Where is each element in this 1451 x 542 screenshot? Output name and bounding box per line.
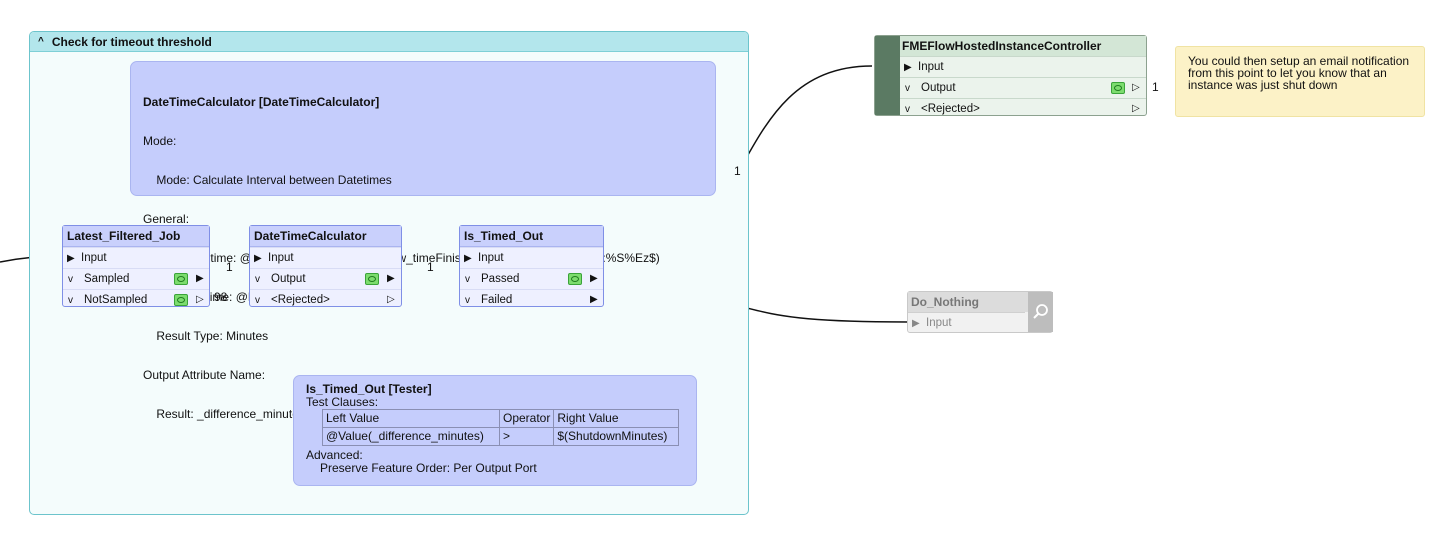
output-arrow-icon: ▶	[196, 273, 204, 284]
input-port[interactable]: ▶ Input	[63, 247, 209, 268]
port-label: Input	[926, 317, 952, 329]
bookmark-header[interactable]: ^ Check for timeout threshold	[30, 32, 748, 52]
bookmark-title: Check for timeout threshold	[51, 34, 212, 49]
chevron-down-icon[interactable]: v	[68, 294, 73, 306]
output-hollow-arrow-icon: ▷	[1132, 82, 1140, 93]
input-port[interactable]: ▶ Input	[900, 56, 1146, 77]
port-label: Input	[81, 252, 107, 264]
feature-count: 98	[214, 290, 228, 304]
table-row: Left Value Operator Right Value	[322, 409, 680, 428]
calc-annotation-line: Mode:	[143, 134, 177, 148]
input-port[interactable]: ▶ Input	[460, 247, 603, 268]
table-cell: >	[498, 427, 555, 446]
output-hollow-arrow-icon: ▷	[1132, 103, 1140, 114]
output-port-notsampled[interactable]: v NotSampled ▷	[63, 289, 209, 310]
port-label: Output	[921, 82, 956, 94]
table-header: Left Value	[322, 409, 500, 428]
input-arrow-icon: ▶	[67, 252, 75, 264]
tester-annotation-advanced: Advanced:	[306, 448, 363, 462]
chevron-down-icon[interactable]: v	[255, 273, 260, 285]
feature-count: 1	[1152, 80, 1159, 94]
eye-icon[interactable]	[365, 273, 379, 285]
chevron-down-icon[interactable]: v	[465, 273, 470, 285]
chevron-down-icon[interactable]: v	[905, 82, 910, 94]
tester-annotation-title: Is_Timed_Out [Tester]	[306, 382, 432, 396]
transformer-title: DateTimeCalculator	[250, 226, 401, 247]
magnifier-icon	[1032, 304, 1048, 319]
chevron-down-icon[interactable]: v	[465, 294, 470, 306]
input-port[interactable]: ▶ Input	[250, 247, 401, 268]
port-label: <Rejected>	[271, 294, 330, 306]
chevron-down-icon[interactable]: v	[905, 103, 910, 115]
tester-annotation[interactable]: Is_Timed_Out [Tester] Test Clauses: Left…	[293, 375, 697, 486]
input-arrow-icon: ▶	[904, 61, 912, 73]
calc-annotation[interactable]: DateTimeCalculator [DateTimeCalculator] …	[130, 61, 716, 421]
output-arrow-icon: ▶	[590, 294, 598, 305]
input-arrow-icon: ▶	[464, 252, 472, 264]
calc-annotation-line: Output Attribute Name:	[143, 368, 266, 382]
port-label: Input	[268, 252, 294, 264]
port-label: Failed	[481, 294, 513, 306]
output-hollow-arrow-icon: ▷	[196, 294, 204, 305]
output-port-sampled[interactable]: v Sampled ▶	[63, 268, 209, 289]
eye-icon[interactable]	[174, 273, 188, 285]
transformer-title: Do_Nothing	[908, 292, 1028, 312]
transformer-do-nothing[interactable]: Do_Nothing ▶ Input	[907, 291, 1053, 333]
output-port-passed[interactable]: v Passed ▶	[460, 268, 603, 289]
port-label: Sampled	[84, 273, 130, 285]
output-port-output[interactable]: v Output ▷	[900, 77, 1146, 98]
output-port-failed[interactable]: v Failed ▶	[460, 289, 603, 310]
port-label: Input	[918, 61, 944, 73]
link-count: 1	[226, 260, 233, 274]
table-row: @Value(_difference_minutes) > $(Shutdown…	[322, 427, 680, 446]
port-label: Passed	[481, 273, 520, 285]
output-port-rejected[interactable]: v <Rejected> ▷	[250, 289, 401, 310]
transformer-title: Is_Timed_Out	[460, 226, 603, 247]
table-header: Right Value	[553, 409, 680, 428]
output-hollow-arrow-icon: ▷	[387, 294, 395, 305]
calc-annotation-line: Mode: Calculate Interval between Datetim…	[143, 173, 392, 187]
sticky-note[interactable]: You could then setup an email notificati…	[1175, 46, 1425, 117]
input-port[interactable]: ▶ Input	[908, 312, 1025, 333]
test-clauses-table: Left Value Operator Right Value @Value(_…	[322, 409, 680, 446]
output-port-rejected[interactable]: v <Rejected> ▷	[900, 98, 1146, 119]
sticky-note-text: You could then setup an email notificati…	[1188, 54, 1410, 92]
port-label: <Rejected>	[921, 103, 980, 115]
output-arrow-icon: ▶	[387, 273, 395, 284]
inspector-search-icon[interactable]	[1028, 292, 1053, 332]
output-port-output[interactable]: v Output ▶	[250, 268, 401, 289]
transformer-flow-hosted-instance-controller[interactable]: FMEFlowHostedInstanceController ▶ Input v…	[874, 35, 1147, 116]
server-icon	[875, 36, 900, 115]
tester-annotation-preserve: Preserve Feature Order: Per Output Port	[320, 461, 537, 475]
input-arrow-icon: ▶	[912, 317, 920, 329]
transformer-title: Latest_Filtered_Job	[63, 226, 209, 247]
chevron-down-icon[interactable]: v	[68, 273, 73, 285]
table-header: Operator	[498, 409, 555, 428]
port-label: Input	[478, 252, 504, 264]
table-cell: $(ShutdownMinutes)	[553, 427, 680, 446]
eye-icon[interactable]	[568, 273, 582, 285]
link-count: 1	[427, 260, 434, 274]
port-label: Output	[271, 273, 306, 285]
transformer-datetimecalculator[interactable]: DateTimeCalculator ▶ Input v Output ▶ v <Rej…	[249, 225, 402, 307]
eye-icon[interactable]	[1111, 82, 1125, 94]
chevron-up-icon[interactable]: ^	[38, 36, 44, 47]
link-count: 1	[734, 164, 741, 178]
eye-icon[interactable]	[174, 294, 188, 306]
table-cell: @Value(_difference_minutes)	[322, 427, 500, 446]
tester-annotation-heading: Test Clauses:	[306, 395, 379, 409]
calc-annotation-title: DateTimeCalculator [DateTimeCalculator]	[143, 95, 380, 109]
chevron-down-icon[interactable]: v	[255, 294, 260, 306]
port-label: NotSampled	[84, 294, 148, 306]
calc-annotation-line: General:	[143, 212, 190, 226]
calc-annotation-line: Result Type: Minutes	[143, 329, 269, 343]
transformer-title: FMEFlowHostedInstanceController	[875, 36, 1146, 56]
calc-annotation-line: Result: _difference_minutes	[143, 407, 305, 421]
output-arrow-icon: ▶	[590, 273, 598, 284]
input-arrow-icon: ▶	[254, 252, 262, 264]
